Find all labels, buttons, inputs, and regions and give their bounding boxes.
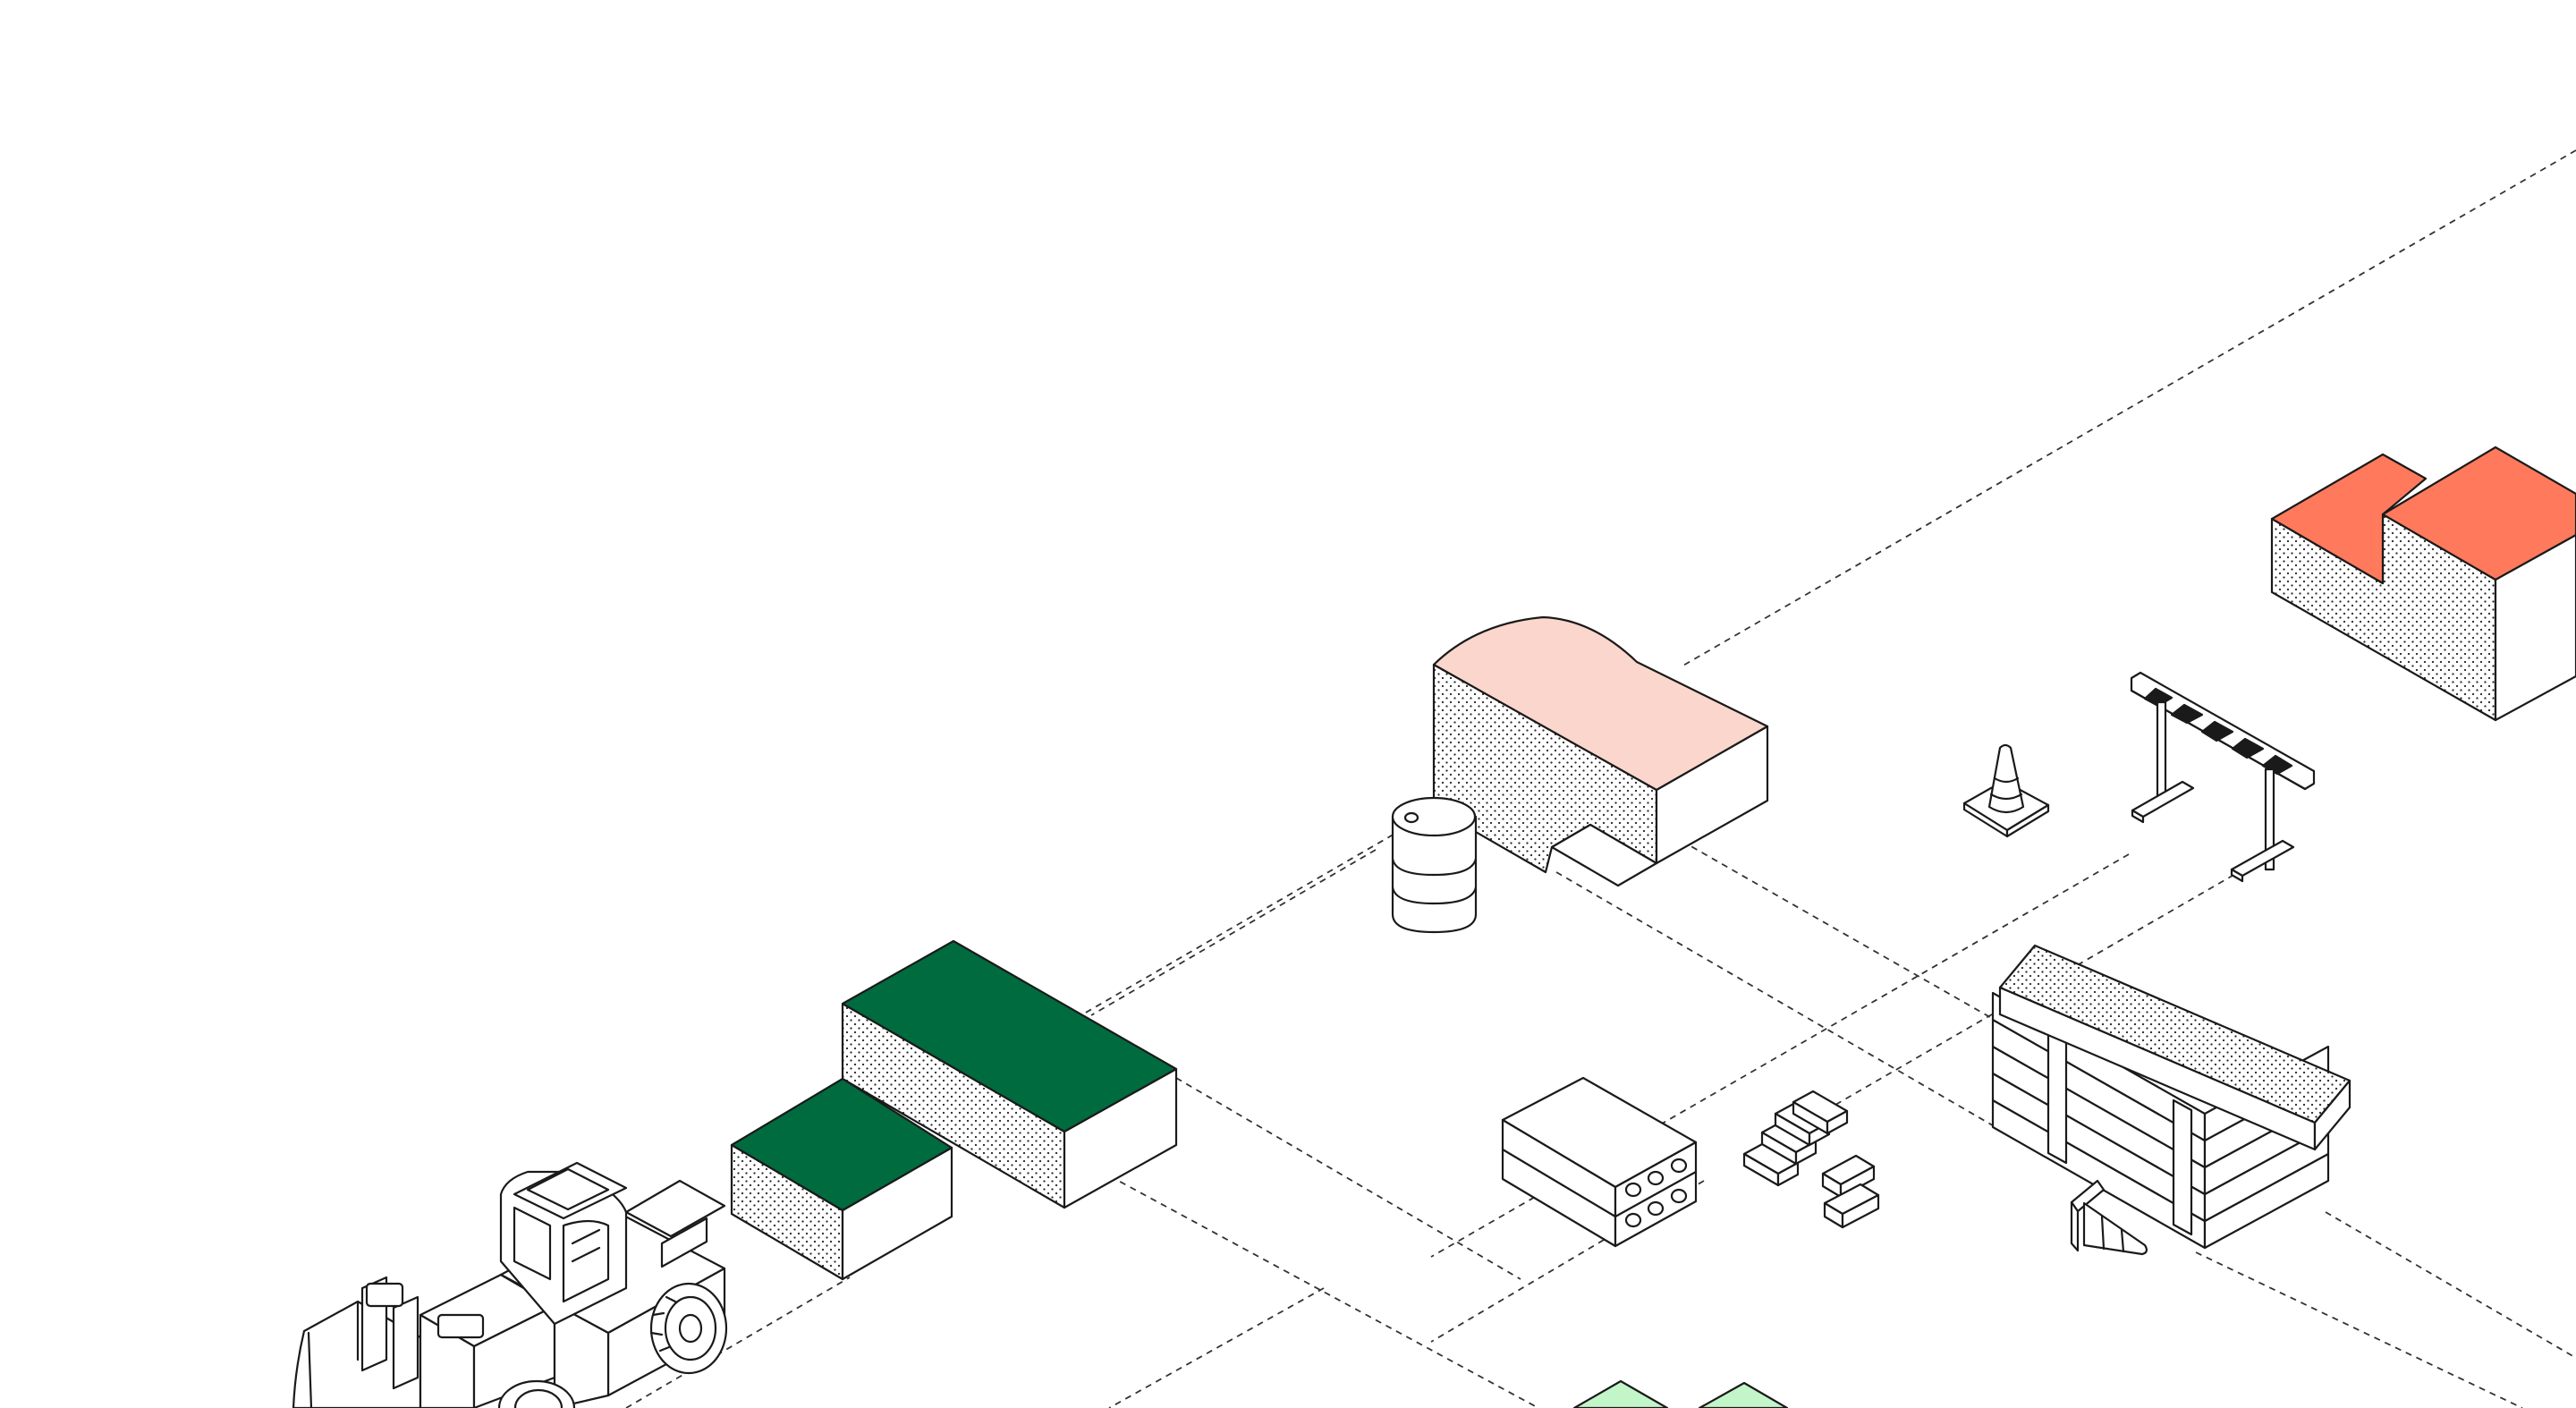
fallen-cone-icon: [2070, 1179, 2148, 1256]
lumber-pallet-icon: [1991, 944, 2351, 1250]
road-barrier-icon: [2130, 671, 2316, 883]
oil-barrel-icon: [1391, 796, 1478, 934]
light-green-blocks: [1572, 1379, 1789, 1408]
salmon-stepped-block: [2270, 445, 2576, 722]
wheel-loader-icon: [292, 1161, 728, 1408]
stepped-green-block: [730, 939, 1178, 1281]
hollow-brick-stack-icon: [1501, 1076, 1698, 1248]
traffic-cone-icon: [1962, 743, 2050, 838]
rounded-pink-block: [1432, 615, 1769, 887]
dashed-grid-lines: [625, 149, 2576, 1408]
loose-bricks-icon: [1742, 1090, 1880, 1229]
